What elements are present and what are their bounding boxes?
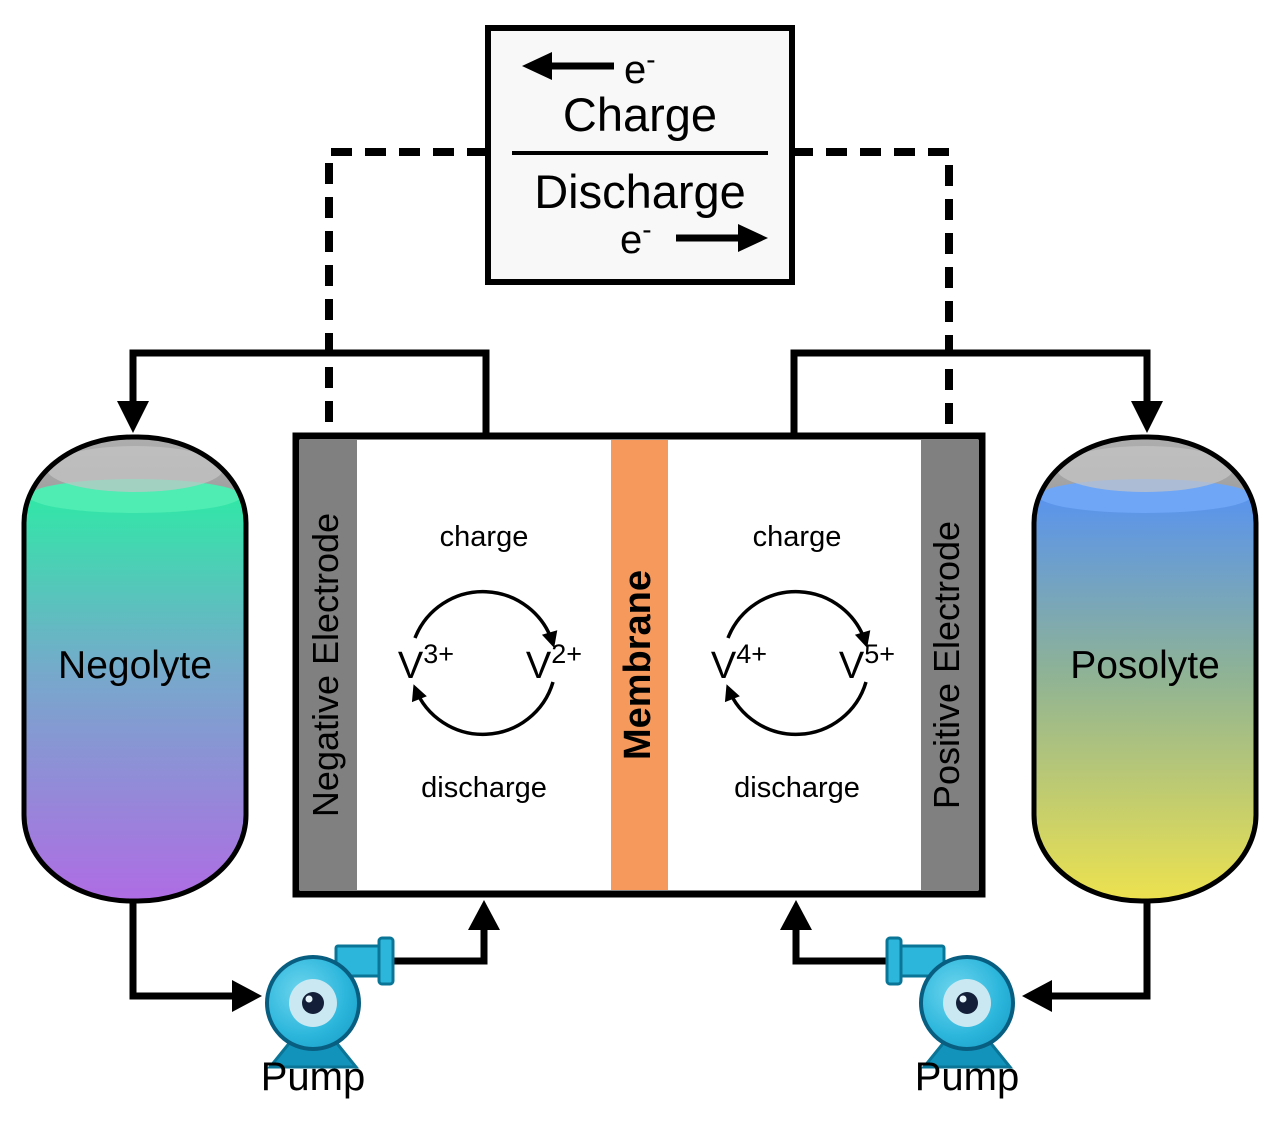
pipes: [117, 349, 1163, 1012]
pipe-negolyte-to-pump: [129, 898, 234, 1000]
pipe-cell-to-negolyte: [129, 349, 490, 436]
negative-electrode-label: Negative Electrode: [305, 513, 346, 817]
posolyte-liquid: [1034, 492, 1256, 901]
discharge-label: Discharge: [534, 165, 746, 218]
arrow-into-cell-right: [780, 900, 812, 930]
right-pump-hub-highlight: [959, 995, 967, 1003]
arrow-into-cell-left: [468, 900, 500, 930]
species-v3: V3+: [398, 639, 454, 687]
left-pump-hub: [302, 992, 324, 1014]
species-v5: V5+: [839, 639, 895, 687]
right-cycle-bottom-arc: [724, 681, 868, 737]
pipe-right-pump-to-cell: [792, 930, 886, 965]
species-v2: V2+: [526, 639, 582, 687]
right-pump-label: Pump: [915, 1055, 1020, 1099]
negolyte-cap-highlight: [47, 446, 223, 492]
charge-wire-left: [325, 148, 488, 440]
pipe-left-pump-to-cell: [391, 930, 488, 965]
electron-label-top: e-: [624, 44, 656, 92]
left-pump-label: Pump: [261, 1055, 366, 1099]
right-reaction-cycle: charge V4+ V5+ discharge: [711, 521, 895, 804]
arrow-into-negolyte-tank: [117, 401, 149, 433]
right-charge-label: charge: [753, 521, 842, 553]
negolyte-tank-outline: [21, 434, 249, 904]
left-pump-outlet-flange: [377, 936, 395, 986]
right-cycle-top-arc: [726, 589, 871, 648]
posolyte-tank-outline: [1031, 434, 1259, 904]
left-pump: [265, 936, 395, 1069]
species-v4: V4+: [711, 639, 767, 687]
right-pump-hub: [956, 992, 978, 1014]
arrow-into-left-pump: [232, 980, 262, 1012]
right-discharge-label: discharge: [734, 772, 860, 804]
posolyte-liquid-group: [1034, 479, 1256, 901]
negolyte-liquid: [24, 492, 246, 901]
left-discharge-label: discharge: [421, 772, 547, 804]
right-pump: [885, 936, 1015, 1069]
positive-electrode-label: Positive Electrode: [926, 521, 967, 809]
electron-label-bottom: e-: [620, 214, 652, 262]
negolyte-label: Negolyte: [58, 644, 212, 687]
electron-arrow-left-head: [522, 52, 552, 80]
membrane: [611, 440, 668, 890]
cell: Negative Electrode Membrane Positive Ele…: [292, 432, 986, 898]
pipe-posolyte-to-pump: [1050, 898, 1151, 1000]
left-reaction-cycle: charge V3+ V2+ discharge: [398, 521, 582, 804]
charge-discharge-legend: e- Charge Discharge e-: [485, 25, 795, 285]
left-cycle-bottom-arc: [411, 681, 555, 737]
posolyte-cap-highlight: [1057, 446, 1233, 492]
posolyte-label: Posolyte: [1070, 644, 1220, 687]
left-pump-hub-highlight: [305, 995, 313, 1003]
arrow-into-right-pump: [1022, 980, 1052, 1012]
posolyte-surface: [1039, 479, 1251, 513]
left-charge-label: charge: [440, 521, 529, 553]
right-pump-outlet-flange: [885, 936, 903, 986]
posolyte-tank: Posolyte: [1031, 434, 1259, 904]
charge-wire-right: [792, 148, 953, 440]
negative-electrode: [300, 440, 357, 890]
charge-label: Charge: [563, 88, 717, 141]
electron-arrow-right-head: [738, 224, 768, 252]
negolyte-tank: Negolyte: [21, 434, 249, 904]
positive-electrode: [921, 440, 978, 890]
negolyte-surface: [29, 479, 241, 513]
negolyte-liquid-group: [24, 479, 246, 901]
membrane-label: Membrane: [617, 570, 659, 760]
arrow-into-posolyte-tank: [1131, 401, 1163, 433]
left-cycle-top-arc: [413, 589, 558, 648]
pipe-cell-to-posolyte: [790, 349, 1151, 436]
